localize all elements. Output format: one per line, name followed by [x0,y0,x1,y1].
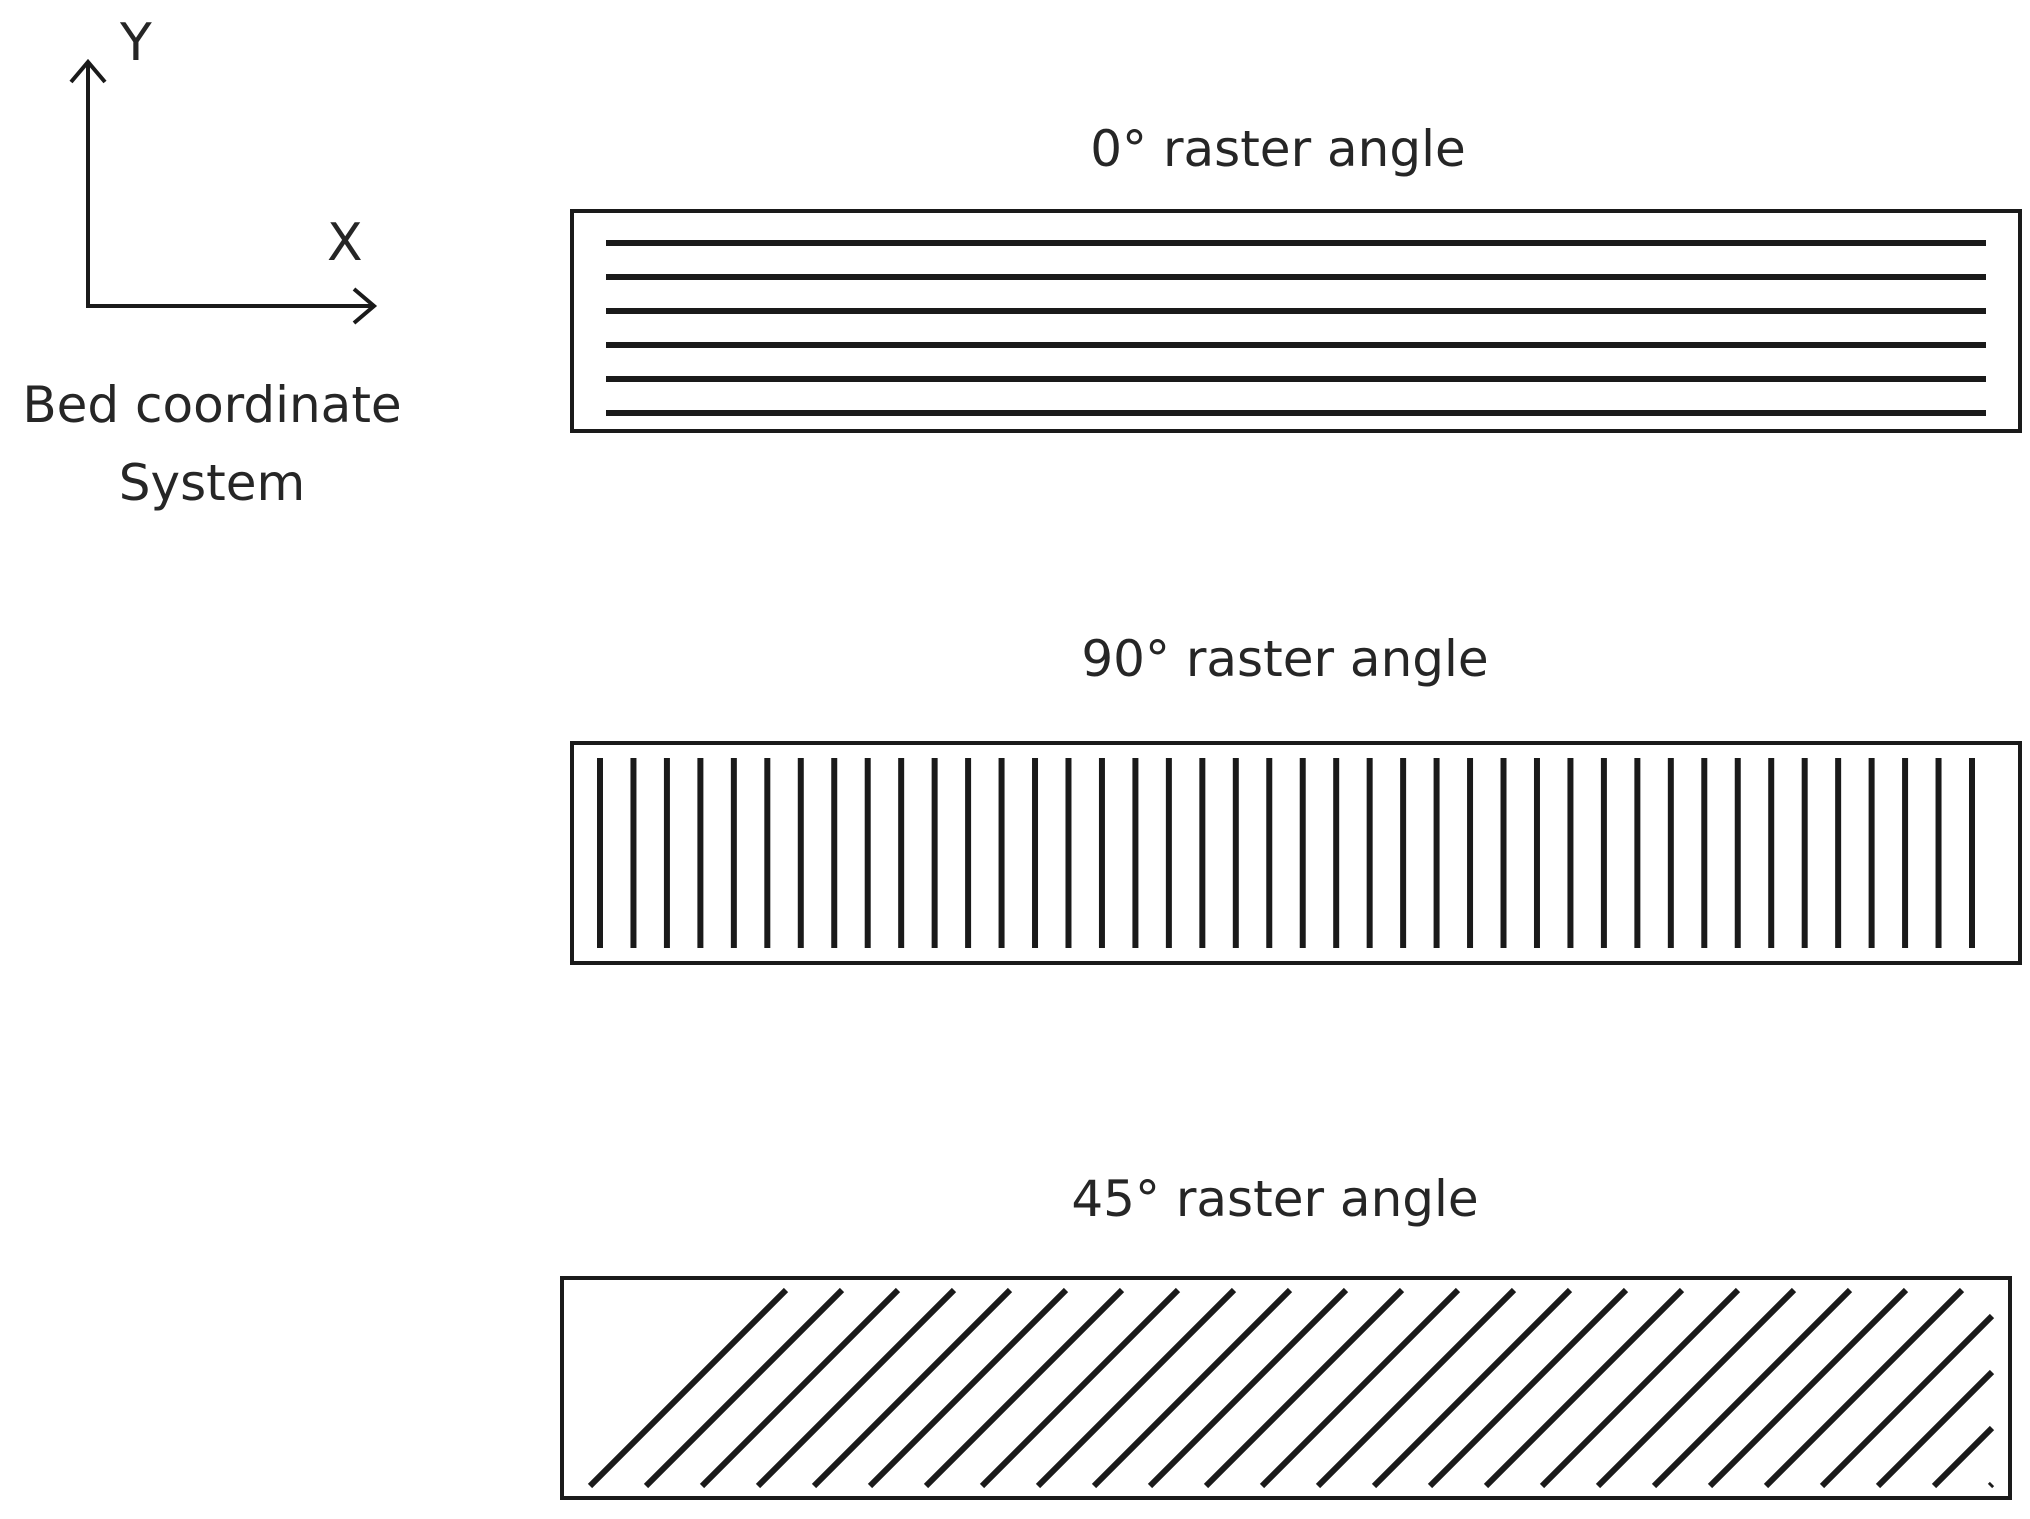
raster-frame-90deg [570,741,2022,965]
raster-title-90deg: 90° raster angle [1081,630,1488,688]
raster-pattern-0deg: 0° raster angle [570,120,2022,433]
raster-line-45deg [1819,1313,1995,1489]
raster-line-45deg [1595,1287,1797,1489]
coordinate-axes [86,62,374,308]
raster-title-45deg: 45° raster angle [1071,1170,1478,1228]
raster-lines-45deg [587,1287,1995,1489]
raster-line-45deg [1707,1287,1909,1489]
y-axis-label: Y [119,13,152,73]
raster-lines-0deg [606,240,1986,416]
x-axis-label: X [327,213,363,273]
raster-line-45deg [1763,1287,1965,1489]
raster-line-45deg [643,1287,845,1489]
raster-line-45deg [1035,1287,1237,1489]
raster-line-45deg [587,1287,789,1489]
raster-line-45deg [867,1287,1069,1489]
raster-line-45deg [923,1287,1125,1489]
raster-line-45deg [755,1287,957,1489]
raster-line-45deg [1371,1287,1573,1489]
raster-line-45deg [1091,1287,1293,1489]
raster-line-45deg [811,1287,1013,1489]
raster-line-45deg [1259,1287,1461,1489]
raster-line-45deg [1483,1287,1685,1489]
raster-line-45deg [979,1287,1181,1489]
coordinate-system: Y X Bed coordinate System [22,13,401,512]
raster-line-45deg [1931,1425,1995,1489]
x-arrowhead [352,287,378,325]
raster-lines-90deg [597,758,1975,948]
y-arrowhead [69,58,107,84]
raster-line-45deg [1147,1287,1349,1489]
raster-pattern-90deg: 90° raster angle [570,630,2022,965]
raster-pattern-45deg: 45° raster angle [560,1170,2012,1500]
raster-line-45deg [1203,1287,1405,1489]
raster-line-45deg [1539,1287,1741,1489]
coordinate-caption-line1: Bed coordinate [22,376,401,434]
raster-line-45deg [1315,1287,1517,1489]
raster-title-0deg: 0° raster angle [1090,120,1466,178]
raster-line-45deg [1427,1287,1629,1489]
raster-line-45deg [699,1287,901,1489]
raster-line-45deg [1875,1369,1995,1489]
raster-line-45deg [1987,1481,1995,1489]
raster-line-45deg [1651,1287,1853,1489]
coordinate-caption-line2: System [119,454,305,512]
raster-frame-0deg [570,209,2022,433]
